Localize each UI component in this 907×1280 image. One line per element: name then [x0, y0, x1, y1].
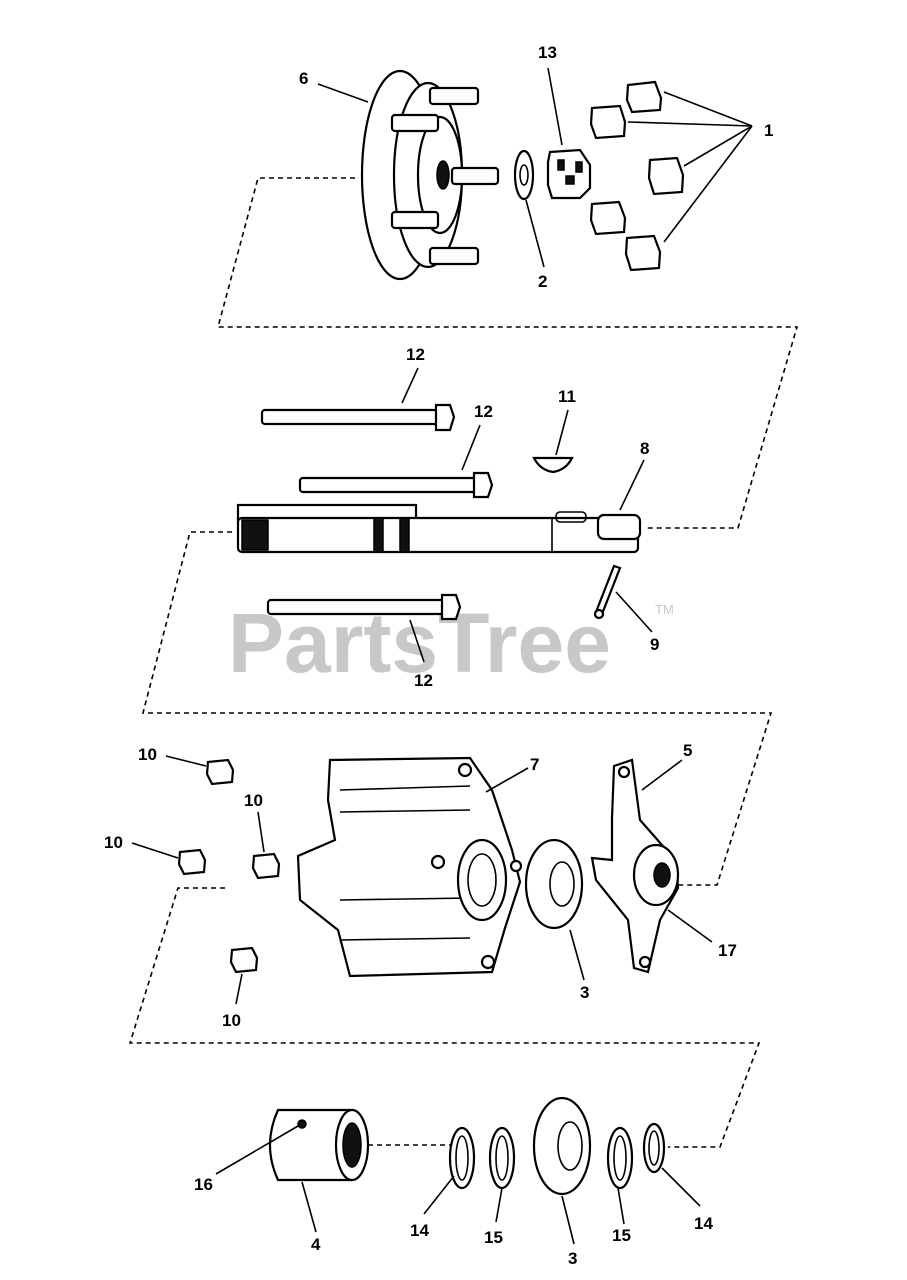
callout-labels: 6 13 1 2 12 12 11 8 9 12 10 10 10 10 7 5… — [104, 43, 773, 1268]
bearing-upper — [524, 838, 584, 930]
callout-14-left: 14 — [410, 1221, 429, 1240]
axle-shaft — [236, 503, 642, 554]
callout-5: 5 — [683, 741, 692, 760]
carriage-bolts — [260, 403, 494, 621]
callout-3-lower: 3 — [568, 1249, 577, 1268]
callout-10-d: 10 — [222, 1011, 241, 1030]
callout-2: 2 — [538, 272, 547, 291]
callout-16: 16 — [194, 1175, 213, 1194]
hex-nuts — [177, 758, 281, 974]
callout-12-top: 12 — [406, 345, 425, 364]
retaining-ring-left — [448, 1126, 476, 1190]
callout-15-left: 15 — [484, 1228, 503, 1247]
callout-3-upper: 3 — [580, 983, 589, 1002]
washer — [513, 149, 535, 201]
axle-housing — [296, 756, 523, 978]
callout-14-right: 14 — [694, 1214, 713, 1233]
leader-lines — [131, 67, 753, 1245]
watermark-tm: TM — [655, 602, 674, 617]
callout-12-middle: 12 — [474, 402, 493, 421]
cotter-pin — [593, 564, 622, 620]
callout-9: 9 — [650, 635, 659, 654]
castle-nut — [546, 148, 592, 200]
spacer-sleeve — [268, 1108, 370, 1182]
callout-8: 8 — [640, 439, 649, 458]
callout-11: 11 — [558, 387, 576, 406]
callout-6: 6 — [299, 69, 308, 88]
flat-washer-left — [488, 1126, 516, 1190]
callout-15-right: 15 — [612, 1226, 631, 1245]
callout-10-b: 10 — [244, 791, 263, 810]
callout-10-c: 10 — [104, 833, 123, 852]
callout-7: 7 — [530, 755, 539, 774]
callout-1: 1 — [764, 121, 773, 140]
flange-bracket — [590, 758, 680, 974]
woodruff-key — [532, 456, 574, 474]
callout-4: 4 — [311, 1235, 321, 1254]
callout-17: 17 — [718, 941, 737, 960]
lug-nuts — [589, 80, 685, 272]
flat-washer-right — [606, 1126, 634, 1190]
retaining-ring-right — [642, 1122, 666, 1174]
callout-10-a: 10 — [138, 745, 157, 764]
wheel-hub — [360, 69, 500, 281]
callout-13: 13 — [538, 43, 557, 62]
bearing-lower — [532, 1096, 592, 1196]
callout-12-bottom: 12 — [414, 671, 433, 690]
assembly-guide-lines — [128, 177, 799, 1148]
